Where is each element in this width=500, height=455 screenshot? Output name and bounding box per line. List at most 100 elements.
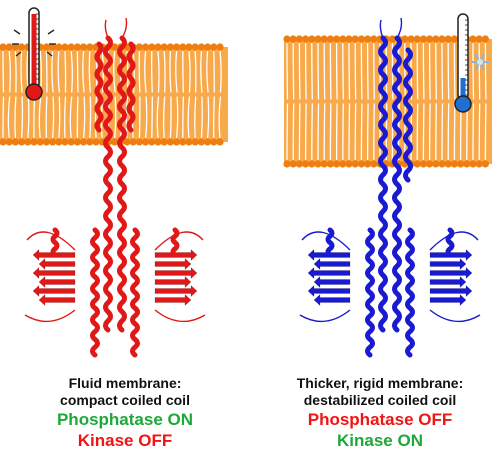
lipid-head — [67, 138, 75, 146]
compact-coiled-coil-protein — [24, 17, 206, 358]
coiled-coil-helix — [103, 35, 113, 333]
lipid-tail — [311, 42, 313, 100]
right-phosphatase-status: Phosphatase OFF — [307, 410, 453, 429]
lipid-head — [289, 160, 297, 168]
lipid-tail — [478, 103, 481, 161]
beta-strand — [429, 294, 467, 306]
lipid-head — [173, 43, 181, 51]
lipid-head — [210, 43, 218, 51]
lipid-tail — [138, 96, 141, 139]
lipid-head — [55, 138, 63, 146]
beta-strand — [429, 258, 467, 270]
snowflake-core — [477, 59, 483, 65]
thermometer-bulb — [25, 83, 43, 101]
lipid-head — [73, 43, 81, 51]
lipid-tail — [162, 96, 166, 139]
lipid-tail — [94, 96, 98, 139]
lipid-head — [407, 35, 415, 43]
lipid-head — [111, 43, 119, 51]
lipid-tail — [422, 103, 425, 161]
lipid-head — [469, 35, 477, 43]
lipid-head — [142, 138, 150, 146]
lipid-tail — [64, 50, 67, 93]
lipid-head — [197, 138, 205, 146]
central-helix — [90, 227, 100, 358]
lipid-head — [92, 138, 100, 146]
thermometer-cold-icon — [454, 13, 489, 113]
lipid-tail — [472, 103, 475, 161]
lipid-head — [419, 160, 427, 168]
protein-loop — [429, 231, 481, 323]
lipid-head — [166, 43, 174, 51]
lipid-head — [197, 43, 205, 51]
lipid-tail — [453, 42, 456, 100]
splayed-helix — [403, 47, 413, 183]
lipid-head — [302, 160, 310, 168]
thermometer-hot-icon — [12, 7, 56, 101]
thermometer-bulb — [454, 95, 472, 113]
lipid-tail — [416, 42, 419, 100]
lipid-head — [61, 43, 69, 51]
lipid-tail — [57, 50, 60, 93]
lipid-head — [308, 35, 316, 43]
lipid-head — [295, 35, 303, 43]
beta-strand — [307, 285, 351, 297]
lipid-tail — [219, 50, 222, 93]
lipid-head — [148, 138, 156, 146]
lipid-head — [333, 35, 341, 43]
lipid-tail — [70, 50, 73, 93]
lipid-tail — [286, 103, 289, 161]
lipid-tail — [113, 96, 117, 139]
lipid-tail — [182, 50, 184, 93]
lipid-head — [333, 160, 341, 168]
lipid-head — [481, 160, 489, 168]
lipid-tail — [323, 103, 326, 161]
lipid-head — [11, 138, 19, 146]
domain-helix — [325, 227, 335, 258]
lipid-head — [210, 138, 218, 146]
lipid-head — [18, 138, 26, 146]
protein-loop — [104, 17, 128, 39]
lipid-head — [135, 43, 143, 51]
lipid-head — [135, 138, 143, 146]
heat-ray — [47, 29, 55, 35]
lipid-tail — [157, 50, 160, 93]
lipid-head — [314, 35, 322, 43]
lipid-head — [345, 35, 353, 43]
lipid-tail — [447, 42, 450, 100]
coiled-coil-helix — [94, 41, 104, 133]
lipid-tail — [7, 96, 11, 139]
lipid-head — [49, 138, 57, 146]
lipid-tail — [51, 50, 54, 93]
lipid-tail — [416, 103, 419, 161]
lipid-head — [370, 160, 378, 168]
lipid-tail — [286, 42, 289, 100]
beta-strand — [32, 267, 76, 279]
lipid-tail — [373, 42, 375, 100]
lipid-head — [30, 138, 38, 146]
lipid-head — [86, 138, 94, 146]
right-kinase-status: Kinase ON — [337, 431, 423, 450]
lipid-head — [289, 35, 297, 43]
lipid-head — [308, 160, 316, 168]
beta-strand — [429, 285, 473, 297]
lipid-head — [142, 43, 150, 51]
domain-helix — [50, 227, 60, 258]
lipid-tail — [342, 42, 344, 100]
coiled-coil-helix — [126, 41, 136, 133]
lipid-tail — [163, 50, 166, 93]
lipid-head — [0, 138, 7, 146]
lipid-tail — [329, 103, 332, 161]
lipid-tail — [45, 50, 48, 93]
lipid-head — [148, 43, 156, 51]
lipid-tail — [218, 96, 222, 139]
beta-strand — [313, 276, 351, 288]
lipid-head — [5, 43, 13, 51]
lipid-tail — [213, 50, 215, 93]
lipid-tail — [385, 42, 388, 100]
lipid-head — [432, 35, 440, 43]
lipid-tail — [14, 50, 17, 93]
lipid-tail — [206, 96, 210, 139]
beta-strand — [313, 294, 351, 306]
lipid-head — [339, 35, 347, 43]
